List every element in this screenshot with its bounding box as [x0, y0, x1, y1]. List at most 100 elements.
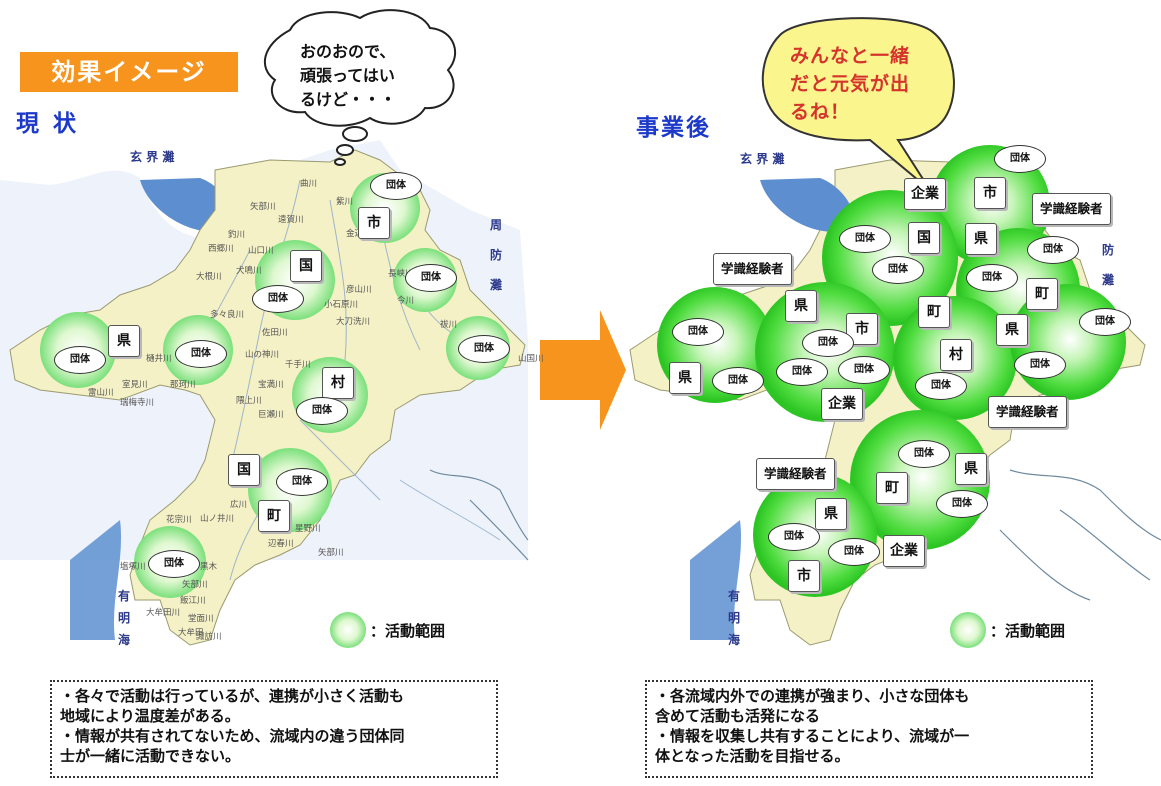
group-pill: 団体 — [148, 550, 200, 578]
right-mountain-rivers — [999, 469, 1161, 601]
map-label: 矢部川 — [318, 548, 344, 558]
group-pill: 団体 — [458, 335, 510, 363]
legend-circle-right — [950, 612, 986, 648]
map-label: 大刀洗川 — [336, 317, 371, 327]
sea-label-ariake: 有明海 — [118, 589, 131, 647]
note-line: ・各流域内外での連携が強まり、小さな団体も — [655, 687, 970, 705]
group-pill: 団体 — [54, 346, 106, 374]
map-label: 山の神川 — [245, 350, 280, 360]
tag-company: 企業 — [904, 178, 946, 210]
map-label: 矢部川 — [250, 202, 276, 212]
tag-city: 市 — [974, 177, 1006, 209]
map-label: 宝満川 — [258, 380, 284, 390]
group-pill: 団体 — [936, 490, 988, 518]
group-pill: 団体 — [915, 372, 967, 400]
map-label: 千手川 — [285, 360, 311, 370]
map-label: 遠賀川 — [278, 215, 304, 225]
map-label: 彦山川 — [346, 285, 372, 295]
tag-company: 企業 — [821, 388, 863, 420]
map-label: 多々良川 — [210, 310, 245, 320]
map-label: 星野川 — [295, 524, 321, 534]
map-label: 祓川 — [440, 320, 458, 330]
group-pill: 団体 — [839, 225, 891, 253]
map-label: 山ノ井川 — [200, 514, 235, 524]
group-pill: 団体 — [966, 264, 1018, 292]
legend-label: ：活動範囲 — [370, 622, 446, 640]
group-pill: 団体 — [175, 340, 227, 368]
left-sea-ariake — [70, 520, 122, 640]
tag-expert: 学識経験者 — [988, 396, 1067, 428]
legend-label-right: ：活動範囲 — [990, 622, 1066, 640]
map-label: 西郷川 — [208, 244, 234, 254]
group-pill: 団体 — [405, 264, 457, 292]
map-label: 紫川 — [336, 197, 354, 207]
map-label: 小石原川 — [324, 300, 359, 310]
tag-town: 町 — [258, 500, 290, 532]
map-label: 諏訪川 — [196, 632, 222, 642]
map-label: 曲川 — [300, 179, 318, 189]
map-label: 犬鳴川 — [236, 266, 262, 276]
tag-expert: 学識経験者 — [756, 458, 835, 490]
note-line: 士が一緒に活動できない。 — [60, 747, 241, 765]
tag-nation: 国 — [908, 222, 940, 254]
tag-expert: 学識経験者 — [1032, 193, 1111, 225]
tag-town: 町 — [918, 296, 950, 328]
map-label: 隈上川 — [236, 396, 262, 406]
speech-bubble — [761, 17, 955, 191]
tag-prefecture: 県 — [965, 223, 997, 255]
map-label: 矢部川 — [182, 580, 208, 590]
thought-text: おのおので、 頑張ってはい るけど・・・ — [300, 42, 397, 109]
note-line: 体となった活動を目指せる。 — [655, 747, 850, 765]
notes-after: ・各流域内外での連携が強まり、小さな団体も 含めて活動も活発になる ・情報を収集… — [645, 680, 1093, 778]
group-pill: 団体 — [252, 285, 304, 313]
left-map — [0, 140, 529, 646]
note-line: ・情報を収集し共有することにより、流域が一 — [655, 727, 970, 745]
group-pill: 団体 — [276, 468, 328, 496]
map-label: 飯江川 — [180, 596, 206, 606]
heading-current-state: 現状 — [16, 111, 90, 137]
note-line: ・情報が共有されてないため、流域内の違う団体同 — [60, 727, 405, 745]
tag-company: 企業 — [883, 535, 925, 567]
sea-label-genkai: 玄 界 灘 — [130, 150, 175, 164]
group-pill: 団体 — [898, 440, 950, 468]
map-label: 塩塚川 — [120, 562, 146, 572]
group-pill: 団体 — [1079, 308, 1131, 336]
group-pill: 団体 — [802, 329, 854, 357]
transition-arrow — [540, 310, 626, 430]
right-sea-blob — [760, 178, 854, 232]
tag-prefecture: 県 — [815, 498, 847, 530]
group-pill: 団体 — [768, 523, 820, 551]
group-pill: 団体 — [994, 145, 1046, 173]
speech-text: みんなと一緒 だと元気が出 るね！ — [790, 45, 911, 123]
tag-nation: 国 — [290, 250, 322, 282]
tag-city: 市 — [358, 207, 390, 239]
tag-prefecture: 県 — [785, 290, 817, 322]
group-pill: 団体 — [776, 358, 828, 386]
thought-bubble — [264, 9, 457, 166]
tag-city: 市 — [788, 560, 820, 592]
group-pill: 団体 — [370, 172, 422, 200]
map-label: 佐田川 — [262, 328, 288, 338]
tag-prefecture: 県 — [996, 314, 1028, 346]
title-banner: 効果イメージ — [20, 52, 238, 92]
map-label: 山口川 — [248, 246, 274, 256]
group-pill: 団体 — [1014, 351, 1066, 379]
note-line: 地域により温度差がある。 — [60, 707, 240, 725]
group-pill: 団体 — [838, 356, 890, 384]
map-label: 樋井川 — [146, 354, 172, 364]
tag-nation: 国 — [228, 454, 260, 486]
map-label: 堂面川 — [188, 614, 214, 624]
sea-label-suo: 周防灘 — [490, 218, 503, 292]
map-label: 今川 — [397, 296, 415, 306]
heading-after-project: 事業後 — [636, 115, 711, 141]
tag-town: 町 — [876, 472, 908, 504]
tag-village: 村 — [322, 367, 354, 399]
right-sea-ariake — [690, 520, 742, 640]
tag-town: 町 — [1026, 278, 1058, 310]
map-label: 那珂川 — [170, 380, 196, 390]
group-pill: 団体 — [828, 538, 880, 566]
map-label: 大牟田 — [178, 628, 204, 638]
map-label: 釣川 — [228, 230, 246, 240]
legend-circle-left — [330, 612, 366, 648]
